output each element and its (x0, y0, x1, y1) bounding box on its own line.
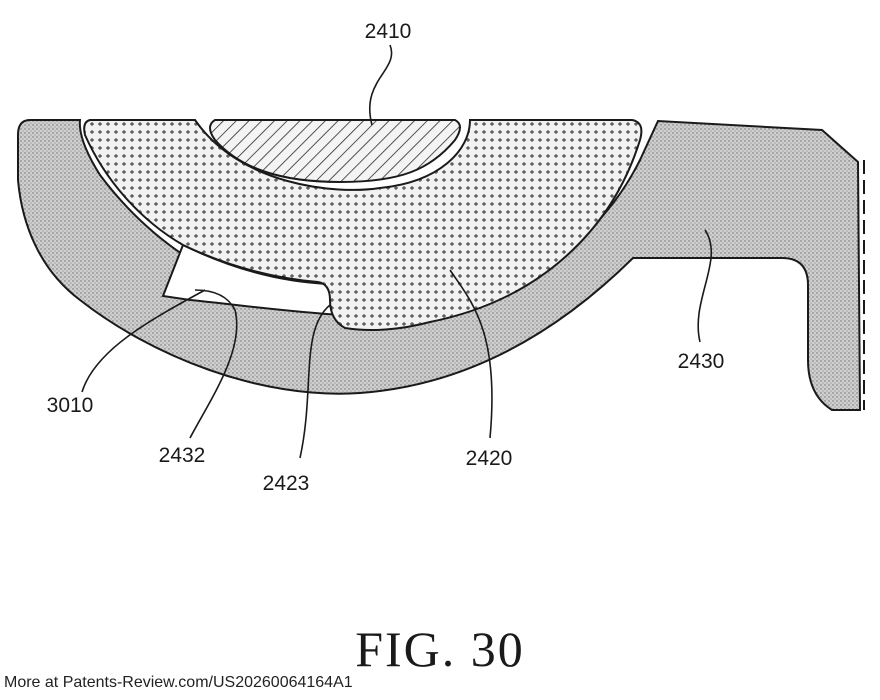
leader-2410 (369, 44, 393, 126)
label-2420: 2420 (466, 447, 513, 470)
source-footer: More at Patents-Review.com/US20260064164… (4, 674, 353, 691)
leader-2430 (697, 229, 713, 343)
label-2410: 2410 (365, 20, 412, 43)
part-2410 (209, 119, 461, 184)
label-2423: 2423 (263, 472, 310, 495)
leader-3010 (81, 289, 206, 393)
leader-2432 (189, 289, 238, 439)
figure-caption: FIG. 30 (355, 621, 525, 677)
member-2420 (83, 119, 643, 331)
label-2430: 2430 (678, 350, 725, 373)
leader-2423 (299, 304, 331, 459)
label-3010: 3010 (47, 394, 94, 417)
label-2432: 2432 (159, 444, 206, 467)
leader-2420 (449, 269, 493, 439)
